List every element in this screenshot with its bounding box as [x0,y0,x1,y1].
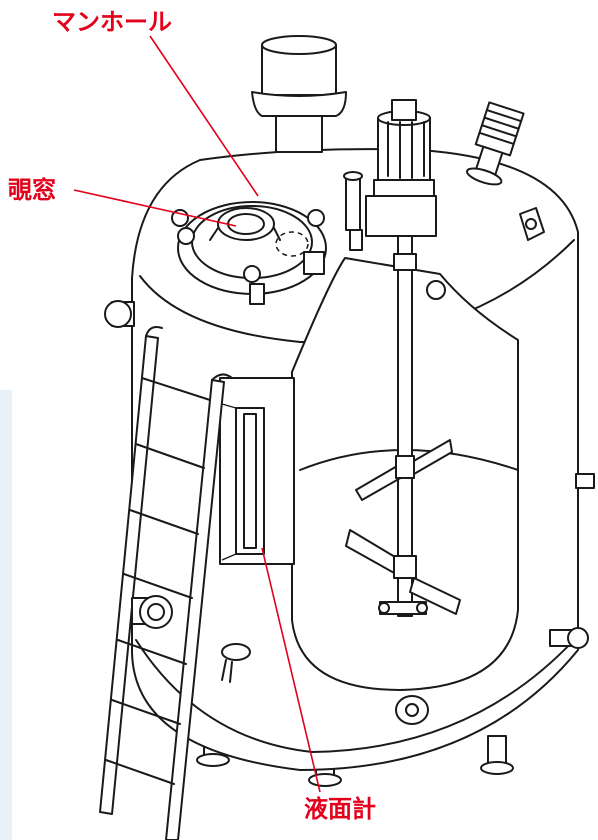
label-level-gauge: 液面計 [304,795,376,823]
label-manhole: マンホール [52,8,172,36]
leader-sight-window [73,189,237,227]
side-fittings [104,300,595,725]
agitator-motor [365,99,437,237]
leader-manhole [149,35,259,197]
level-gauge [219,377,295,565]
lug-right [519,207,545,241]
leader-level-gauge [261,547,321,793]
manhole [171,201,327,305]
ladder [99,326,233,840]
side-panel [0,390,12,840]
sight-window [209,207,281,241]
tank-legs [196,721,514,787]
top-valve [465,101,525,186]
label-sight-window: 覗窓 [8,176,56,204]
top-nozzle [251,35,347,153]
vent-pipe [343,171,363,251]
agitator [345,235,461,617]
